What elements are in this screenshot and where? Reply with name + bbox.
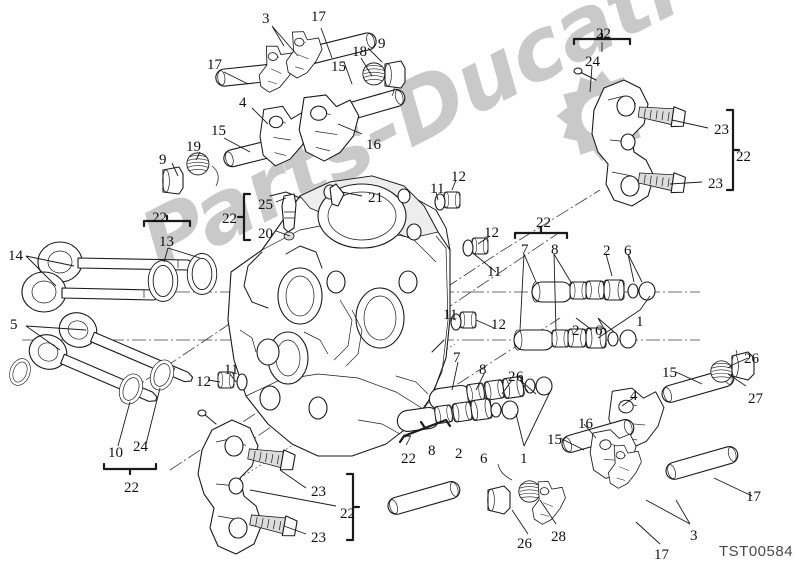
callout-number-12: 12 bbox=[196, 374, 211, 390]
callout-number-12: 12 bbox=[451, 169, 466, 185]
lower-pin-row-lower bbox=[396, 397, 519, 432]
callout-number-22: 22 bbox=[152, 210, 167, 226]
callout-number-6: 6 bbox=[624, 243, 632, 259]
callout-number-14: 14 bbox=[8, 248, 23, 264]
top-left-assembly bbox=[162, 29, 408, 195]
callout-number-2: 2 bbox=[603, 243, 611, 259]
callout-number-1: 1 bbox=[520, 451, 528, 467]
callout-number-16: 16 bbox=[578, 416, 593, 432]
callout-number-24: 24 bbox=[133, 439, 148, 455]
callout-number-22: 22 bbox=[401, 451, 416, 467]
callout-number-3: 3 bbox=[262, 11, 270, 27]
callout-number-15: 15 bbox=[331, 59, 346, 75]
callout-number-22: 22 bbox=[596, 26, 611, 42]
callout-number-23: 23 bbox=[311, 484, 326, 500]
callout-number-15: 15 bbox=[662, 365, 677, 381]
callout-number-7: 7 bbox=[404, 433, 412, 449]
callout-number-22: 22 bbox=[222, 211, 237, 227]
callout-number-9: 9 bbox=[159, 152, 167, 168]
callout-number-12: 12 bbox=[491, 317, 506, 333]
callout-number-8: 8 bbox=[479, 362, 487, 378]
valve-guides bbox=[217, 191, 489, 391]
callout-number-6: 6 bbox=[480, 451, 488, 467]
callout-number-2: 2 bbox=[572, 323, 580, 339]
callout-number-20: 20 bbox=[258, 226, 273, 242]
callout-number-17: 17 bbox=[654, 547, 669, 563]
callout-number-28: 28 bbox=[551, 529, 566, 545]
callout-number-15: 15 bbox=[211, 123, 226, 139]
callout-number-23: 23 bbox=[311, 530, 326, 546]
right-pin-row-lower bbox=[513, 327, 637, 351]
right-pin-row-upper bbox=[531, 279, 656, 303]
callout-number-23: 23 bbox=[714, 122, 729, 138]
callout-number-21: 21 bbox=[368, 190, 383, 206]
callout-number-17: 17 bbox=[746, 489, 761, 505]
bottom-right-assembly bbox=[385, 349, 755, 527]
callout-number-7: 7 bbox=[521, 242, 529, 258]
callout-number-18: 18 bbox=[352, 44, 367, 60]
callout-number-2: 2 bbox=[455, 446, 463, 462]
callout-number-6: 6 bbox=[516, 369, 524, 385]
callout-number-2: 2 bbox=[508, 369, 516, 385]
callout-number-16: 16 bbox=[366, 137, 381, 153]
callout-number-23: 23 bbox=[708, 176, 723, 192]
callout-number-4: 4 bbox=[630, 388, 638, 404]
top-right-assembly bbox=[573, 67, 687, 207]
callout-number-22: 22 bbox=[124, 480, 139, 496]
callout-number-17: 17 bbox=[207, 57, 222, 73]
callout-number-1: 1 bbox=[636, 314, 644, 330]
callout-number-17: 17 bbox=[311, 9, 326, 25]
callout-number-3: 3 bbox=[690, 528, 698, 544]
callout-number-11: 11 bbox=[443, 307, 458, 323]
callout-number-27: 27 bbox=[748, 391, 763, 407]
callout-number-22: 22 bbox=[340, 506, 355, 522]
callout-number-10: 10 bbox=[108, 445, 123, 461]
callout-number-12: 12 bbox=[484, 225, 499, 241]
callout-number-11: 11 bbox=[487, 264, 502, 280]
callout-number-22: 22 bbox=[736, 149, 751, 165]
callout-number-6: 6 bbox=[595, 323, 603, 339]
brackets bbox=[102, 32, 741, 542]
callout-number-11: 11 bbox=[430, 181, 445, 197]
item-25-20 bbox=[281, 183, 345, 241]
callout-number-8: 8 bbox=[428, 443, 436, 459]
callout-number-15: 15 bbox=[547, 432, 562, 448]
bottom-left-rocker bbox=[197, 409, 299, 555]
callout-number-7: 7 bbox=[453, 350, 461, 366]
callout-number-26: 26 bbox=[517, 536, 532, 552]
reference-code: TST00584 bbox=[719, 543, 794, 560]
callout-number-9: 9 bbox=[378, 36, 386, 52]
callout-number-24: 24 bbox=[585, 54, 600, 70]
callout-number-11: 11 bbox=[224, 362, 239, 378]
callout-number-26: 26 bbox=[744, 351, 759, 367]
leader-lines bbox=[25, 25, 753, 545]
callout-number-5: 5 bbox=[10, 317, 18, 333]
callout-number-13: 13 bbox=[159, 234, 174, 250]
callout-number-25: 25 bbox=[258, 197, 273, 213]
callout-number-19: 19 bbox=[186, 139, 201, 155]
callout-number-22: 22 bbox=[536, 215, 551, 231]
callout-number-4: 4 bbox=[239, 95, 247, 111]
callout-number-8: 8 bbox=[551, 242, 559, 258]
